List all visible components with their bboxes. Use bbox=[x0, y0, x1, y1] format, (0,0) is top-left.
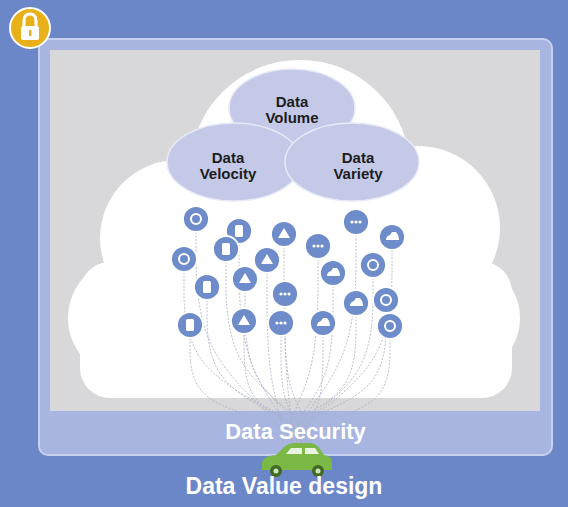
icon-circle bbox=[231, 308, 257, 334]
icon-glyph bbox=[283, 321, 286, 324]
data-icon bbox=[232, 266, 258, 292]
data-icon bbox=[360, 252, 386, 278]
icon-glyph bbox=[350, 298, 363, 306]
icon-glyph bbox=[381, 295, 391, 305]
icon-circle bbox=[379, 224, 405, 250]
icon-glyph bbox=[287, 292, 290, 295]
icon-circle bbox=[183, 206, 209, 232]
ellipse-shape bbox=[285, 123, 419, 201]
lock-icon bbox=[10, 8, 50, 48]
icon-glyph bbox=[238, 315, 250, 325]
icon-circle bbox=[320, 260, 346, 286]
icon-circle bbox=[171, 246, 197, 272]
icon-circle bbox=[305, 233, 331, 259]
data-icon bbox=[373, 287, 399, 313]
data-icon bbox=[183, 206, 209, 232]
icon-circle bbox=[194, 274, 220, 300]
icon-glyph bbox=[222, 243, 230, 255]
icon-circle bbox=[373, 287, 399, 313]
icon-glyph bbox=[279, 292, 282, 295]
icon-circle bbox=[213, 236, 239, 262]
band-title: Data Value design bbox=[186, 473, 383, 501]
data-icon bbox=[379, 224, 405, 250]
data-icon bbox=[194, 274, 220, 300]
cloud bbox=[68, 60, 520, 398]
icon-circle bbox=[271, 221, 297, 247]
icon-glyph bbox=[235, 225, 243, 237]
icon-circle bbox=[343, 290, 369, 316]
data-icon bbox=[310, 310, 336, 336]
data-icon bbox=[305, 233, 331, 259]
icon-glyph bbox=[278, 228, 290, 238]
icon-glyph bbox=[179, 254, 189, 264]
icon-glyph bbox=[239, 273, 251, 283]
icon-glyph bbox=[312, 244, 315, 247]
icon-circle bbox=[360, 252, 386, 278]
icon-glyph bbox=[350, 220, 353, 223]
data-ellipse: Data Velocity bbox=[166, 122, 302, 202]
icon-glyph bbox=[358, 220, 361, 223]
icon-glyph bbox=[320, 244, 323, 247]
icon-glyph bbox=[316, 244, 319, 247]
icon-circle bbox=[232, 266, 258, 292]
data-icon bbox=[231, 308, 257, 334]
icon-circle bbox=[310, 310, 336, 336]
icon-circle bbox=[254, 247, 280, 273]
data-icon bbox=[320, 260, 346, 286]
icon-circle bbox=[177, 312, 203, 338]
icon-glyph bbox=[327, 268, 340, 276]
data-icon bbox=[271, 221, 297, 247]
data-icon bbox=[254, 247, 280, 273]
icon-glyph bbox=[386, 232, 399, 240]
icon-circle bbox=[377, 313, 403, 339]
icon-circle bbox=[343, 209, 369, 235]
icon-glyph bbox=[191, 214, 201, 224]
ellipse-label: Data Velocity bbox=[200, 150, 257, 183]
icon-glyph bbox=[261, 254, 273, 264]
ellipse-label: Data Variety bbox=[333, 150, 382, 183]
data-icon bbox=[377, 313, 403, 339]
data-icon bbox=[213, 236, 239, 262]
icon-circle bbox=[268, 310, 294, 336]
icon-glyph bbox=[203, 281, 211, 293]
data-icon bbox=[177, 312, 203, 338]
data-icon bbox=[268, 310, 294, 336]
data-icon bbox=[272, 281, 298, 307]
ellipse-label: Data Volume bbox=[265, 94, 318, 127]
icon-glyph bbox=[385, 321, 395, 331]
data-icon bbox=[343, 290, 369, 316]
icon-glyph bbox=[279, 321, 282, 324]
grey-panel bbox=[50, 50, 540, 411]
icon-circle bbox=[272, 281, 298, 307]
data-icon bbox=[171, 246, 197, 272]
icon-glyph bbox=[354, 220, 357, 223]
icon-glyph bbox=[283, 292, 286, 295]
ellipse-shape bbox=[167, 123, 301, 201]
icon-glyph bbox=[275, 321, 278, 324]
data-ellipse: Data Variety bbox=[284, 122, 420, 202]
icon-glyph bbox=[186, 319, 194, 331]
icon-glyph bbox=[317, 318, 330, 326]
band-title: Data Security bbox=[225, 419, 366, 445]
data-icon bbox=[343, 209, 369, 235]
data-icons bbox=[171, 206, 405, 339]
icon-glyph bbox=[368, 260, 378, 270]
